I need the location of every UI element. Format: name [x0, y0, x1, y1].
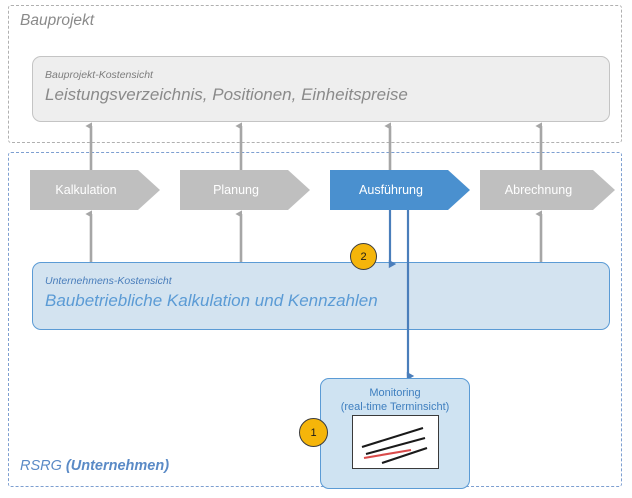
phase-chevron-ausfuehrung[interactable]: Ausführung [330, 170, 470, 210]
unternehmens-kostensicht-title: Baubetriebliche Kalkulation und Kennzahl… [45, 291, 378, 310]
badge-2: 2 [350, 243, 377, 270]
chart-line-black-1 [361, 426, 424, 449]
phase-label-ausfuehrung: Ausführung [359, 183, 423, 197]
monitoring-box[interactable]: Monitoring (real-time Terminsicht) [320, 378, 470, 489]
chart-line-red [363, 448, 412, 460]
bauprojekt-kostensicht-caption: Bauprojekt-Kostensicht [45, 69, 153, 81]
badge-1: 1 [299, 418, 328, 447]
unternehmens-kostensicht-box: Unternehmens-Kostensicht Baubetriebliche… [32, 262, 610, 330]
monitoring-title: Monitoring (real-time Terminsicht) [321, 386, 469, 414]
rsrg-label-plain: RSRG [20, 458, 66, 474]
chart-lines [361, 426, 428, 464]
badge-2-number: 2 [360, 250, 367, 263]
badge-1-number: 1 [310, 426, 317, 439]
unternehmens-kostensicht-caption: Unternehmens-Kostensicht [45, 275, 172, 287]
bauprojekt-kostensicht-title: Leistungsverzeichnis, Positionen, Einhei… [45, 85, 408, 104]
monitoring-title-line2: (real-time Terminsicht) [340, 401, 450, 413]
bauprojekt-container-label: Bauprojekt [20, 12, 95, 29]
phase-chevron-kalkulation[interactable]: Kalkulation [30, 170, 160, 210]
rsrg-unternehmen-container-label: RSRG (Unternehmen) [20, 458, 169, 474]
phase-label-planung: Planung [213, 183, 259, 197]
phase-label-kalkulation: Kalkulation [55, 183, 117, 197]
rsrg-label-bold: (Unternehmen) [65, 458, 170, 474]
phase-chevron-planung[interactable]: Planung [180, 170, 310, 210]
phase-chevron-abrechnung[interactable]: Abrechnung [480, 170, 615, 210]
phase-label-abrechnung: Abrechnung [504, 183, 573, 197]
chart-line-black-2 [365, 436, 426, 456]
monitoring-title-line1: Monitoring [369, 387, 421, 399]
monitoring-chart-thumbnail [352, 415, 439, 469]
chart-line-black-3 [381, 447, 428, 464]
bauprojekt-kostensicht-box: Bauprojekt-Kostensicht Leistungsverzeich… [32, 56, 610, 122]
bauprojekt-container [8, 5, 622, 143]
rsrg-unternehmen-container [8, 152, 622, 487]
